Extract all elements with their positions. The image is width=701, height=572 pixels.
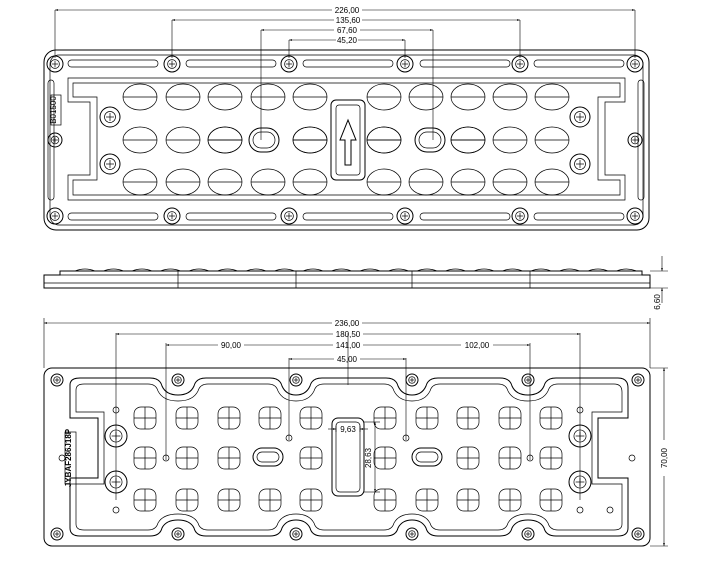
pin-hole (576, 406, 584, 414)
screw-hole (47, 132, 63, 148)
dim-window-width: 9,63 (340, 425, 356, 434)
screw-hole (569, 106, 591, 128)
screw-hole (521, 527, 535, 541)
bottom-side-label: JYBAF286J18P (64, 428, 73, 487)
screw-hole (99, 106, 121, 128)
screw-hole (396, 55, 414, 73)
dim-total-width-bottom: 236,00 (335, 319, 360, 328)
screw-hole (46, 55, 64, 73)
top-lens-grid (122, 83, 570, 196)
screw-hole (280, 207, 298, 225)
dim-pitch-1: 180,50 (336, 330, 361, 339)
dim-offset-right: 102,00 (465, 341, 490, 350)
screw-hole (631, 527, 645, 541)
dim-offset-left: 90,00 (221, 341, 242, 350)
screw-hole (99, 153, 121, 175)
pin-hole (285, 434, 293, 442)
dim-total-width-top: 226,00 (335, 6, 360, 15)
top-center-window (330, 99, 366, 181)
screw-hole (104, 470, 128, 494)
screw-hole (50, 373, 64, 387)
dim-screw-pitch-2: 67,60 (337, 26, 358, 35)
screw-hole (405, 527, 419, 541)
screw-hole (171, 373, 185, 387)
bottom-oval-hole-left (252, 447, 284, 467)
screw-hole (568, 470, 592, 494)
top-oval-hole-right (414, 127, 446, 153)
side-view: 6,60 (43, 256, 668, 310)
pin-hole (526, 454, 534, 462)
top-oval-hole-left (248, 127, 280, 153)
bottom-lens-grid (133, 406, 563, 512)
screw-hole (289, 373, 303, 387)
bottom-oval-hole-right (411, 447, 443, 467)
dim-side-height: 6,60 (653, 294, 662, 310)
dim-total-height: 70,00 (660, 447, 669, 468)
dim-pitch-3: 45,00 (337, 355, 358, 364)
screw-hole (627, 132, 643, 148)
screw-hole (405, 373, 419, 387)
pin-hole (112, 506, 120, 514)
screw-hole (171, 527, 185, 541)
screw-hole (396, 207, 414, 225)
screw-hole (163, 207, 181, 225)
dim-screw-pitch-3: 45,20 (337, 36, 358, 45)
screw-hole (521, 373, 535, 387)
dim-pitch-2: 141,00 (336, 341, 361, 350)
screw-hole (631, 373, 645, 387)
side-lens-bumps (74, 268, 637, 288)
dim-screw-pitch-1: 135,60 (336, 16, 361, 25)
pin-hole (606, 506, 614, 514)
side-profile (43, 270, 651, 289)
screw-hole (50, 527, 64, 541)
pin-hole (628, 454, 636, 462)
direction-arrow-icon (339, 118, 357, 166)
pin-hole (402, 434, 410, 442)
pin-hole (162, 454, 170, 462)
top-side-label: B01500 (49, 96, 58, 124)
bottom-center-window (331, 417, 365, 497)
bottom-screw-holes (50, 373, 645, 541)
screw-hole (626, 207, 644, 225)
bottom-inner-outline (69, 377, 629, 537)
screw-hole (163, 55, 181, 73)
screw-hole (626, 55, 644, 73)
screw-hole (511, 55, 529, 73)
top-slot-bars (47, 59, 645, 221)
top-outer-outline (43, 49, 650, 231)
screw-hole (569, 153, 591, 175)
dim-window-height: 28,63 (364, 447, 373, 468)
pin-hole (112, 406, 120, 414)
screw-hole (280, 55, 298, 73)
bottom-outer-outline (43, 367, 651, 547)
screw-hole (46, 207, 64, 225)
screw-hole (289, 527, 303, 541)
screw-hole (568, 424, 592, 448)
bottom-view: 236,00 180,50 90,00 141,00 102,00 45,00 … (43, 318, 669, 547)
top-view: 226,00 135,60 67,60 45,20 B0150 (43, 6, 650, 231)
screw-hole (511, 207, 529, 225)
pin-hole (576, 506, 584, 514)
top-screw-holes (46, 55, 644, 225)
screw-hole (104, 424, 128, 448)
